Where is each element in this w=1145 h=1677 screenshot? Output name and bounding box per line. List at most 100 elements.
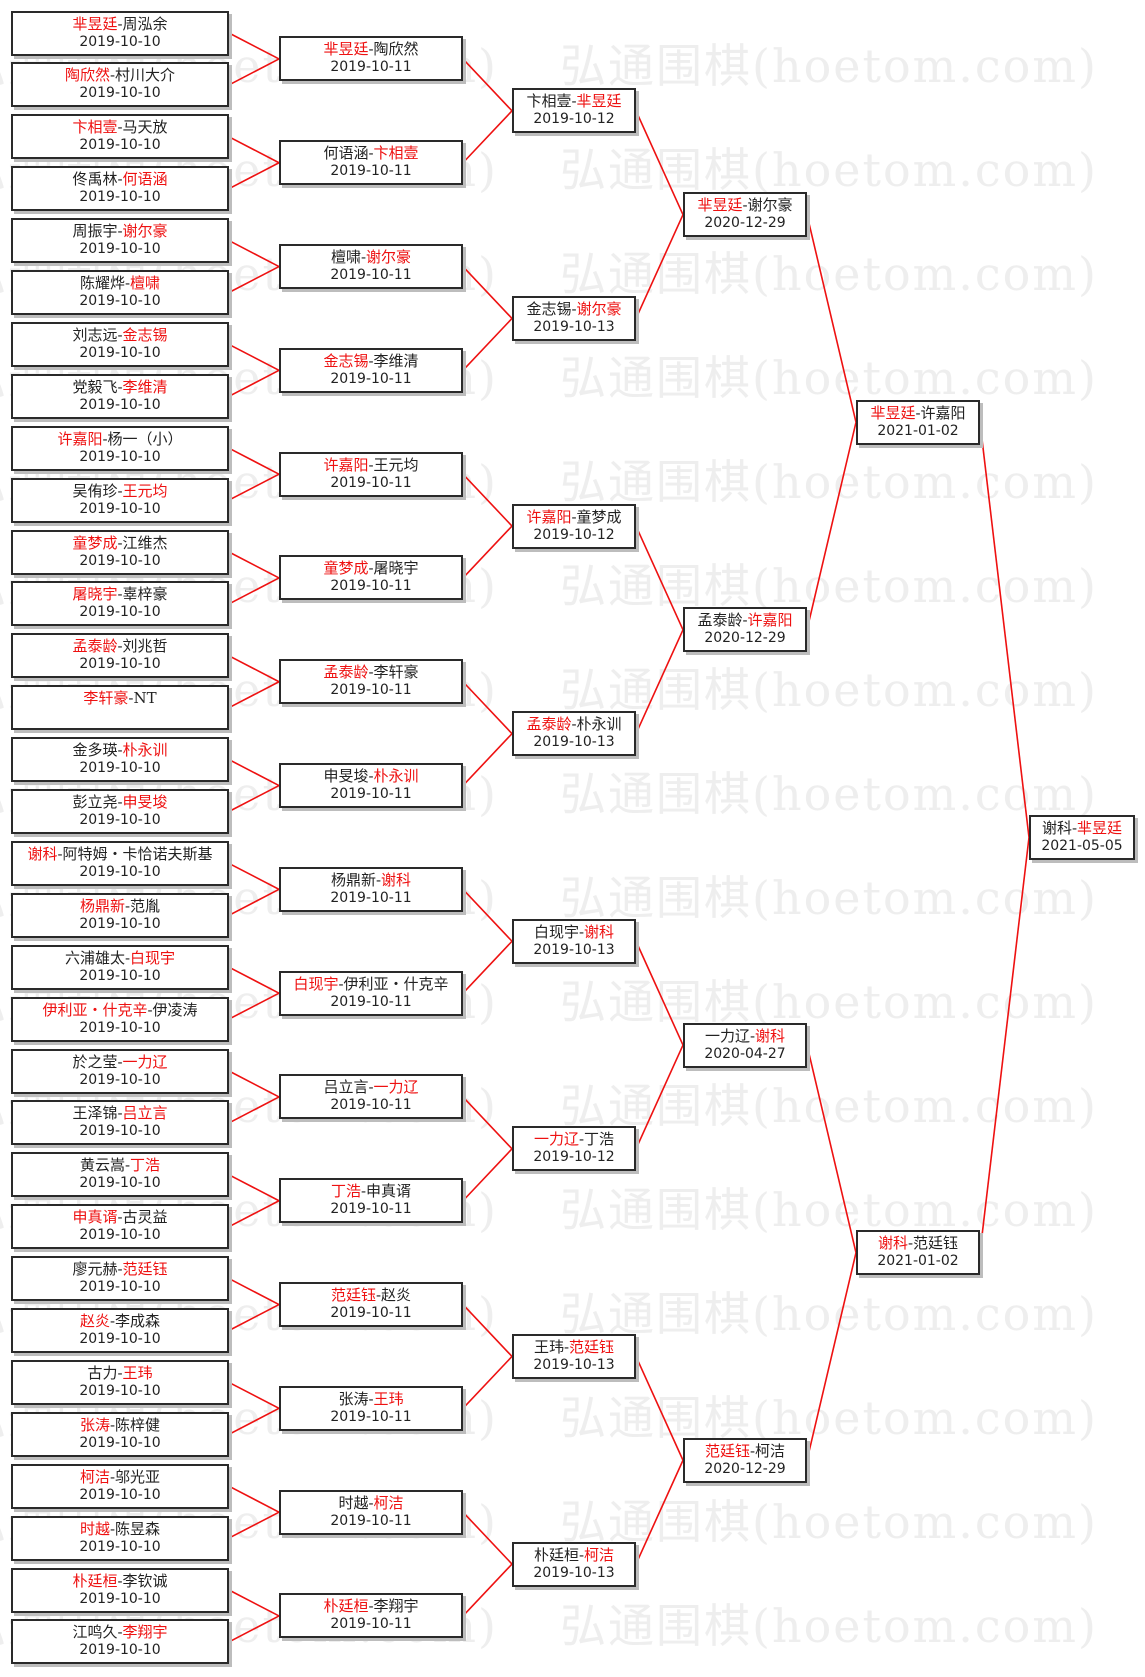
player-2-name: 柯洁	[373, 1493, 404, 1512]
match-date: 2019-10-13	[533, 318, 615, 335]
player-1-name: 金志锡	[526, 299, 572, 318]
separator-dash: -	[117, 533, 123, 552]
match-date: 2019-10-12	[533, 1149, 615, 1166]
player-1-name: 六浦雄太	[64, 948, 125, 967]
match-date: 2019-10-11	[330, 1097, 412, 1114]
player-2-name: 卞相壹	[373, 144, 419, 163]
match-date: 2019-10-11	[330, 786, 412, 803]
match-players: 党毅飞-李维清	[13, 377, 227, 397]
player-1-name: 陶欣然	[64, 66, 110, 85]
bracket-connector-line	[635, 1044, 684, 1150]
player-1-name: 朴廷桓	[533, 1545, 579, 1564]
match-date: 2019-10-11	[330, 267, 412, 284]
player-1-name: 孟泰龄	[323, 663, 369, 682]
bracket-connector-line	[228, 1277, 280, 1306]
bracket-connector-line	[635, 1459, 684, 1565]
match-players: 一力辽-谢科	[685, 1026, 805, 1046]
player-2-name: 白现宇	[130, 948, 176, 967]
match-players: 时越-陈昱森	[13, 1519, 227, 1539]
player-1-name: 申真谞	[72, 1208, 118, 1227]
match-players: 伊利亚・什克辛-伊凌涛	[13, 1000, 227, 1020]
player-2-name: 邬光亚	[115, 1467, 161, 1486]
bracket-connector-line	[228, 1381, 280, 1410]
player-2-name: 陈昱森	[115, 1519, 161, 1538]
bracket-connector-line	[806, 214, 857, 423]
match-date: 2019-10-10	[79, 1434, 161, 1451]
match-date: 2019-10-10	[79, 1175, 161, 1192]
player-2-name: 谢科	[584, 922, 615, 941]
match-players: 芈昱廷-谢尔豪	[685, 195, 805, 215]
separator-dash: -	[578, 922, 585, 941]
match-date: 2019-10-10	[79, 85, 161, 102]
player-1-name: 范廷钰	[704, 1441, 750, 1460]
match-players: 卞相壹-马天放	[13, 117, 227, 137]
player-2-name: 何语涵	[122, 170, 168, 189]
bracket-connector-line	[635, 214, 684, 319]
bracket-connector-line	[462, 1304, 513, 1357]
player-2-name: 赵炎	[381, 1286, 412, 1305]
player-2-name: 古灵益	[122, 1208, 168, 1227]
player-2-name: 伊利亚・什克辛	[343, 974, 449, 993]
match-players: 古力-王玮	[13, 1363, 227, 1383]
bracket-connector-line	[806, 422, 857, 631]
player-2-name: 范廷钰	[569, 1337, 615, 1356]
bracket-connector-line	[228, 551, 280, 579]
player-2-name: 朴永训	[576, 715, 622, 734]
match-date: 2019-10-11	[330, 682, 412, 699]
player-1-name: 孟泰龄	[72, 637, 118, 656]
separator-dash: -	[117, 481, 123, 500]
player-2-name: 杨一（小）	[107, 429, 183, 448]
match-players: 佟禹林-何语涵	[13, 169, 227, 189]
match-players: 廖元赫-范廷钰	[13, 1259, 227, 1279]
player-1-name: 廖元赫	[72, 1260, 118, 1279]
match-players: 丁浩-申真谞	[281, 1181, 461, 1201]
match-date: 2019-10-10	[79, 1227, 161, 1244]
separator-dash: -	[749, 1026, 756, 1045]
match-date: 2019-10-11	[330, 889, 412, 906]
match-players: 白现宇-谢科	[514, 922, 634, 942]
player-1-name: 谢科	[877, 1234, 908, 1253]
match-players: 张涛-王玮	[281, 1389, 461, 1409]
player-2-name: 范胤	[130, 896, 161, 915]
bracket-connector-line	[228, 1615, 280, 1643]
separator-dash: -	[578, 1545, 585, 1564]
player-1-name: 吕立言	[323, 1078, 369, 1097]
match-players: 朴廷桓-李翔宇	[281, 1596, 461, 1616]
bracket-connector-line	[462, 473, 513, 527]
separator-dash: -	[368, 144, 374, 163]
player-1-name: 张涛	[79, 1415, 110, 1434]
separator-dash: -	[57, 844, 63, 863]
match-players: 范廷钰-柯洁	[685, 1441, 805, 1461]
separator-dash: -	[360, 1182, 367, 1201]
match-players: 李轩豪-NT	[13, 688, 227, 708]
player-1-name: 孟泰龄	[697, 611, 743, 630]
match-players: 何语涵-卞相壹	[281, 143, 461, 163]
player-2-name: 谢科	[381, 870, 412, 889]
bracket-connector-line	[806, 1252, 857, 1461]
match-date: 2019-10-12	[533, 526, 615, 543]
player-1-name: 吴侑珍	[72, 481, 118, 500]
player-1-name: 一力辽	[704, 1026, 750, 1045]
separator-dash: -	[571, 92, 577, 111]
bracket-connector-line	[635, 629, 684, 734]
separator-dash: -	[109, 1312, 116, 1330]
bracket-connector-line	[462, 1563, 513, 1617]
